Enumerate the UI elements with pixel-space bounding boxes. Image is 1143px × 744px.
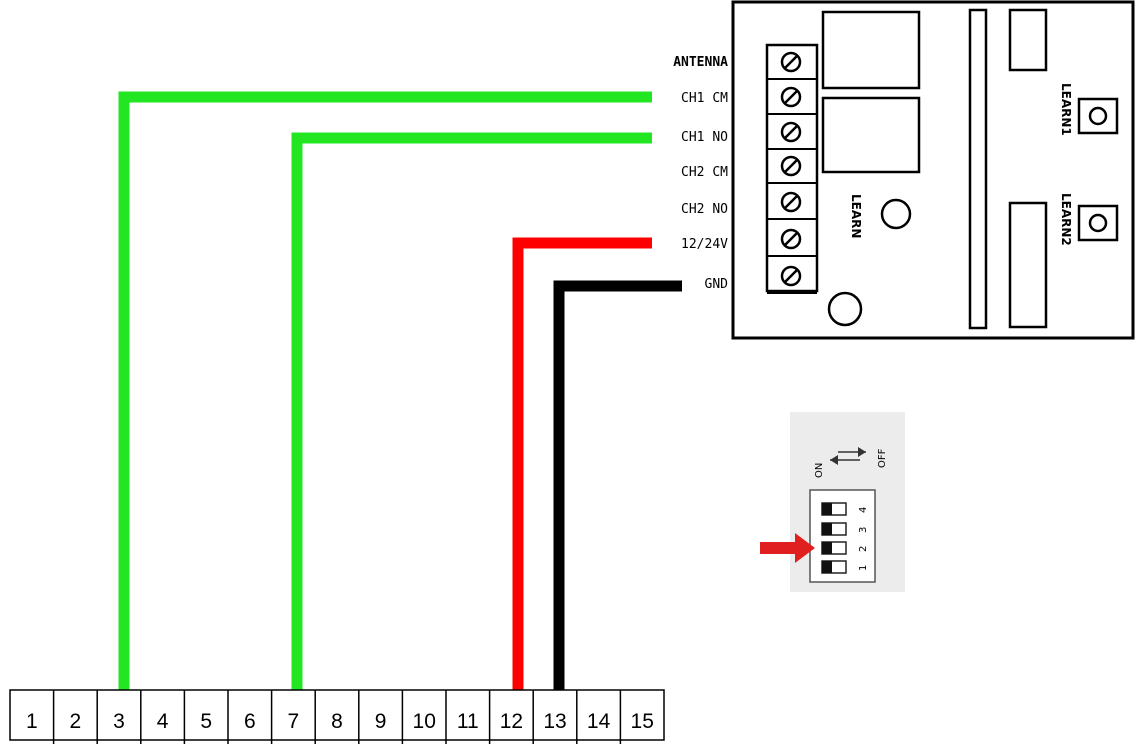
dip-switch: ON OFF 4 3 2 1: [760, 412, 905, 592]
terminal-number: 5: [200, 710, 212, 733]
wire-12-24v: [512, 237, 652, 690]
terminal-number: 8: [331, 710, 343, 733]
terminal-strip-cell-10: 10: [401, 690, 436, 744]
terminal-number: 6: [244, 710, 256, 733]
dip-switch-3: 3: [821, 522, 869, 536]
terminal-label-antenna: ANTENNA: [673, 55, 728, 70]
terminal-label-ch2-cm: CH2 CM: [681, 165, 728, 180]
terminal-screws: [767, 51, 817, 294]
wire-ch1-no: [291, 132, 652, 690]
terminal-strip-cell-9: 9: [358, 690, 387, 744]
dip-number-4: 4: [858, 507, 869, 513]
relay-2: [821, 96, 921, 174]
terminal-screw: [767, 155, 817, 184]
terminal-label-ch1-no: CH1 NO: [681, 130, 728, 145]
terminal-strip-cell-7: 7: [270, 690, 300, 744]
dip-arrow-off-head: [858, 447, 866, 457]
terminal-strip-cell-14: 14: [576, 690, 611, 744]
dip-highlight-arrow: [760, 533, 815, 563]
terminal-number: 4: [157, 710, 169, 733]
dip-switch-4: 4: [821, 502, 869, 516]
learn2-label: LEARN2: [1059, 193, 1073, 246]
dip-switch-rows: 4 3 2 1: [821, 502, 869, 574]
led-indicator: [827, 291, 863, 327]
learn-label: LEARN: [849, 194, 863, 238]
wire-ch1-cm: [118, 91, 652, 690]
terminal-number: 11: [457, 710, 479, 733]
terminal-strip-cell-4: 4: [140, 690, 169, 744]
learn1-label: LEARN1: [1059, 83, 1073, 136]
terminal-label-gnd: GND: [705, 277, 729, 292]
wire-gnd: [553, 280, 682, 690]
terminal-screw: [767, 191, 817, 220]
learn2-button-knob: [1088, 213, 1108, 233]
relay-1: [821, 10, 921, 90]
receiver-board: LEARN LEARN1 LEARN2: [731, 0, 1135, 340]
dip-number-1: 1: [858, 565, 869, 571]
terminal-strip-cell-11: 11: [445, 690, 479, 744]
terminal-screw: [767, 121, 817, 150]
dip-switch-2: 2: [821, 541, 869, 555]
terminal-strip-cell-6: 6: [227, 690, 256, 744]
terminal-screw: [767, 265, 817, 294]
terminal-strip-cell-8: 8: [314, 690, 343, 744]
terminal-label-ch2-no: CH2 NO: [681, 202, 728, 217]
terminal-strip-cell-15: 15: [619, 690, 654, 744]
terminal-strip-outline: [9, 689, 665, 741]
terminal-screw: [767, 228, 817, 257]
terminal-screw: [767, 51, 817, 80]
terminal-number: 14: [587, 710, 611, 733]
terminal-number: 13: [543, 710, 566, 733]
terminal-strip-cell-12: 12: [488, 690, 523, 744]
terminal-number: 9: [375, 710, 387, 733]
terminal-number: 1: [26, 710, 38, 733]
terminal-label-ch1-cm: CH1 CM: [681, 91, 728, 106]
terminal-screw: [767, 86, 817, 115]
learn-button[interactable]: [880, 198, 912, 230]
dip-switch-1: 1: [821, 560, 869, 574]
terminal-number: 15: [631, 710, 654, 733]
terminal-number: 3: [113, 710, 125, 733]
dip-on-label: ON: [814, 463, 825, 478]
terminal-labels: ANTENNA CH1 CM CH1 NO CH2 CM CH2 NO 12/2…: [673, 55, 728, 292]
terminal-strip-cell-1: 1: [26, 710, 38, 733]
terminal-number: 7: [288, 710, 300, 733]
terminal-strip-cell-13: 13: [532, 690, 567, 744]
terminal-strip-cell-2: 2: [52, 690, 82, 744]
component-top: [1008, 8, 1048, 72]
connector-strip: [968, 8, 988, 330]
wires: [118, 91, 682, 690]
dip-arrow-on-head: [830, 455, 838, 465]
terminal-number: 10: [413, 710, 436, 733]
dip-number-3: 3: [858, 527, 869, 533]
dip-number-2: 2: [858, 546, 869, 552]
dip-off-label: OFF: [877, 448, 888, 468]
terminal-number: 2: [70, 710, 82, 733]
terminal-strip-cell-3: 3: [96, 690, 125, 744]
terminal-strip-cell-5: 5: [183, 690, 212, 744]
learn1-button-knob: [1088, 106, 1108, 126]
terminal-number: 12: [500, 710, 523, 733]
terminal-label-12-24v: 12/24V: [681, 237, 728, 252]
component-bottom: [1008, 201, 1048, 329]
